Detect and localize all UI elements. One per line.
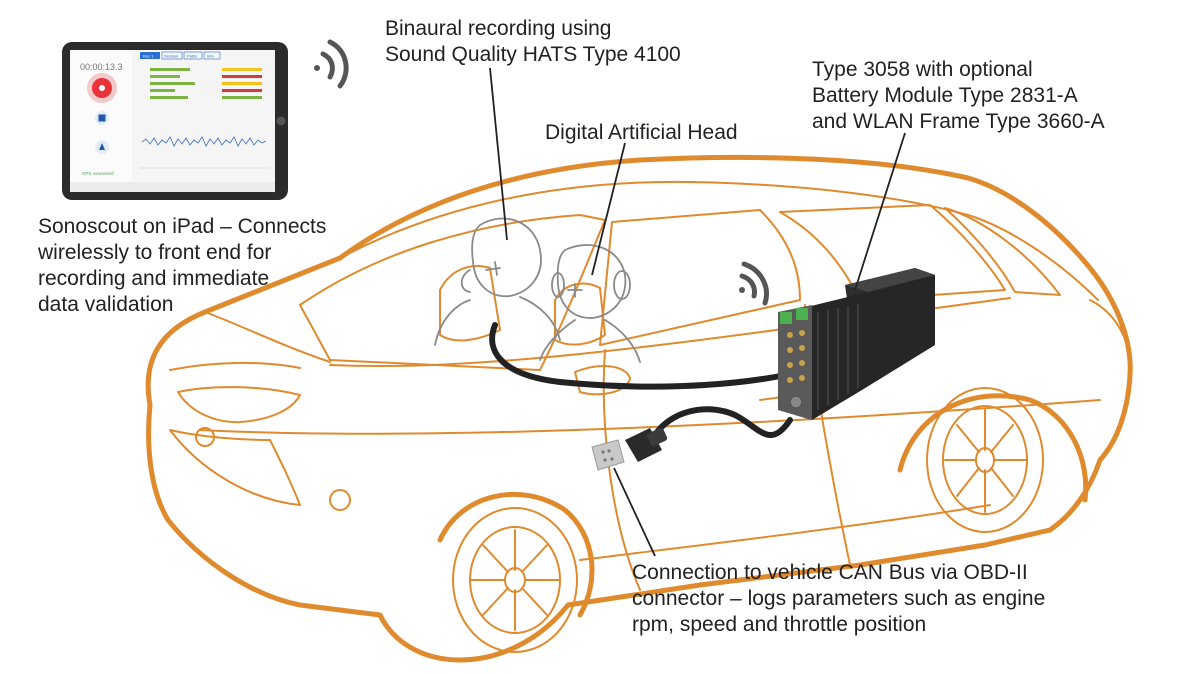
ipad-home-button (276, 116, 286, 126)
ipad-tab[interactable]: Session (164, 54, 178, 59)
label-line: and WLAN Frame Type 3660-A (812, 110, 1105, 133)
ipad-tab[interactable]: Info (207, 54, 214, 59)
marker-icon[interactable] (95, 140, 109, 154)
binaural-cable (489, 322, 803, 390)
car-hood-line (204, 311, 331, 363)
ipad-timer: 00:00:13.3 (80, 62, 123, 72)
leader-frontend (854, 132, 906, 291)
label-type-3058: Type 3058 with optional Battery Module T… (812, 57, 1105, 135)
label-line: Type 3058 with optional (812, 58, 1033, 81)
label-line: rpm, speed and throttle position (632, 613, 927, 636)
stop-icon[interactable] (95, 111, 109, 125)
wifi-icon (739, 261, 769, 306)
car-fog-light (195, 427, 215, 447)
car-headlight (177, 386, 301, 424)
label-sonoscout-ipad: Sonoscout on iPad – Connects wirelessly … (38, 214, 326, 318)
leader-can (613, 467, 656, 557)
car-seat-passenger (554, 282, 606, 346)
leader-binaural (489, 67, 508, 241)
ipad-tabs: Rec 1 Session Paths Info (140, 51, 221, 60)
binaural-hats-head (434, 217, 561, 346)
module-indicator (796, 308, 808, 320)
frontend-device (739, 261, 935, 420)
label-line: Binaural recording using (385, 17, 612, 40)
car-grille (169, 429, 301, 506)
module-indicator (780, 312, 792, 324)
car-rear-quarter-window (944, 207, 1061, 296)
label-line: Sonoscout on iPad – Connects (38, 215, 327, 238)
gps-status: GPS connected (82, 171, 114, 176)
label-line: Digital Artificial Head (545, 121, 738, 144)
level-meters (150, 68, 262, 99)
obd-connector (625, 427, 668, 462)
label-line: recording and immediate (38, 267, 270, 290)
ipad: 00:00:13.3 GPS connected Rec 1 Session P… (62, 42, 288, 200)
label-line: Sound Quality HATS Type 4100 (385, 43, 681, 66)
car-hood-line-2 (169, 361, 301, 371)
car-illustration (145, 154, 1133, 663)
car-tail-light (1089, 299, 1129, 353)
car-roof-line (339, 180, 1099, 301)
label-binaural-recording: Binaural recording using Sound Quality H… (385, 16, 681, 68)
front-wheel (437, 492, 595, 653)
car-front-side-window (599, 209, 801, 346)
car-body-outline (145, 154, 1133, 663)
car-seat-driver (439, 265, 501, 342)
obd-cable (652, 406, 793, 438)
car-fog-light (329, 489, 351, 511)
label-can-bus-connection: Connection to vehicle CAN Bus via OBD-II… (632, 560, 1045, 638)
record-icon[interactable] (87, 73, 117, 103)
digital-artificial-head (539, 244, 641, 363)
label-digital-artificial-head: Digital Artificial Head (545, 120, 738, 146)
car-side-mirror (574, 365, 631, 396)
label-line: Connection to vehicle CAN Bus via OBD-II (632, 561, 1028, 584)
ipad-waveform (141, 136, 267, 147)
wifi-icon (314, 39, 349, 89)
leader-lines (489, 67, 906, 557)
frontend-body (795, 275, 935, 420)
label-line: Battery Module Type 2831-A (812, 84, 1078, 107)
label-line: wirelessly to front end for (38, 241, 272, 264)
car-door-line-front (602, 349, 641, 591)
car-body-crease (199, 399, 1101, 435)
leader-head (591, 142, 626, 276)
ipad-tab[interactable]: Rec 1 (143, 54, 154, 59)
car-sill-line (579, 504, 991, 561)
ipad-tab[interactable]: Paths (187, 54, 197, 59)
label-line: data validation (38, 293, 174, 316)
label-line: connector – logs parameters such as engi… (632, 587, 1046, 610)
obd-port (591, 439, 625, 471)
rear-wheel (897, 387, 1089, 533)
